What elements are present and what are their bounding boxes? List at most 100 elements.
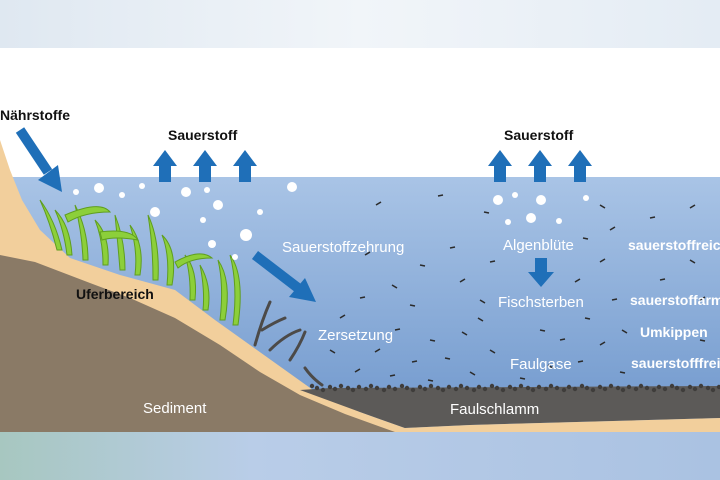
particle-icon [464, 385, 470, 391]
particle-icon [363, 386, 369, 392]
particle-icon [649, 216, 656, 219]
particle-icon [651, 387, 657, 393]
particle-icon [339, 314, 346, 319]
label-naehrstoffe: Nährstoffe [0, 107, 71, 123]
particle-icon [512, 386, 518, 392]
sludge-edge [400, 418, 720, 432]
label-sauerstoffzehrung: Sauerstoffzehrung [282, 239, 405, 256]
particle-icon [582, 237, 589, 240]
particle-icon [483, 211, 490, 214]
particle-icon [494, 385, 500, 391]
particle-icon [689, 259, 696, 264]
particle-icon [577, 360, 584, 363]
particle-icon [626, 384, 632, 390]
particle-icon [345, 385, 351, 391]
particle-icon [375, 201, 382, 206]
particle-icon [461, 331, 468, 336]
label-zersetzung: Zersetzung [318, 327, 394, 344]
particle-icon [446, 384, 452, 390]
particle-icon [566, 384, 572, 390]
particle-icon [547, 364, 554, 369]
particle-icon [428, 383, 434, 389]
particle-icon [444, 357, 451, 360]
particle-icon [554, 385, 560, 391]
particle-icon [489, 260, 496, 263]
particle-icon [584, 317, 591, 320]
particle-icon [453, 386, 459, 392]
arrow-icon [38, 165, 316, 302]
particle-icon [599, 341, 606, 346]
particle-icon [680, 387, 686, 393]
particle-icon [329, 194, 706, 382]
particle-icon [620, 387, 626, 393]
particle-icon [659, 278, 666, 281]
twig-icon [253, 300, 324, 387]
particle-icon [459, 278, 466, 283]
particle-icon [602, 386, 608, 392]
particle-icon [518, 383, 524, 389]
particle-icon [705, 385, 711, 391]
particle-icon [687, 384, 693, 390]
particle-icon [329, 349, 336, 354]
particle-icon [507, 384, 513, 390]
label-sediment: Sediment [143, 400, 207, 417]
particle-icon [519, 377, 526, 380]
particle-icon [611, 298, 618, 301]
particle-icon [469, 371, 476, 376]
label-fischsterben: Fischsterben [498, 294, 584, 311]
particle-icon [692, 386, 698, 392]
particle-icon [368, 383, 374, 389]
sediment-layer [0, 255, 395, 432]
particle-icon [539, 329, 546, 332]
particle-icon [536, 384, 542, 390]
particle-icon [417, 384, 423, 390]
particle-icon [599, 204, 606, 209]
particle-icon [419, 264, 426, 267]
particle-icon [599, 258, 606, 263]
particle-icon [548, 383, 554, 389]
particle-icon [389, 374, 396, 377]
particle-icon [543, 386, 549, 392]
particle-icon [359, 296, 366, 299]
label-sauerstoffreich: sauerstoffreich [628, 237, 720, 253]
particle-icon [354, 368, 361, 373]
bottom-band [0, 432, 720, 480]
label-faulgase: Faulgase [510, 356, 572, 373]
sludge-layer [300, 386, 720, 428]
particle-icon [644, 385, 650, 391]
particle-icon [429, 339, 436, 342]
particle-icon [477, 317, 484, 322]
particle-icon [435, 385, 441, 391]
label-sauerstofffrei: sauerstofffrei [631, 355, 720, 371]
particle-icon [314, 385, 320, 391]
particle-icon [449, 246, 456, 249]
particle-icon [392, 386, 398, 392]
particle-icon [327, 384, 333, 390]
particle-icon [597, 384, 603, 390]
particle-icon [422, 386, 428, 392]
particle-icon [320, 387, 326, 393]
sky [0, 48, 720, 178]
particle-icon [411, 360, 418, 363]
particle-icon [391, 284, 398, 289]
particle-icon [399, 383, 405, 389]
particle-icon [561, 387, 567, 393]
particle-icon [409, 304, 416, 307]
particle-icon [608, 383, 614, 389]
particle-icon [404, 385, 410, 391]
particle-icon [689, 204, 696, 209]
particle-icon [656, 384, 662, 390]
bubble-icon [73, 182, 589, 260]
particle-icon [572, 386, 578, 392]
particle-icon [699, 296, 706, 301]
plant-icon [39, 199, 241, 326]
particle-icon [479, 299, 486, 304]
particle-icon [579, 383, 585, 389]
particle-icon [638, 383, 644, 389]
particle-icon [621, 329, 628, 334]
particle-icon [410, 387, 416, 393]
particle-icon [710, 387, 716, 393]
particle-icon [590, 387, 596, 393]
label-sauerstoffarm: sauerstoffarm [630, 292, 720, 308]
